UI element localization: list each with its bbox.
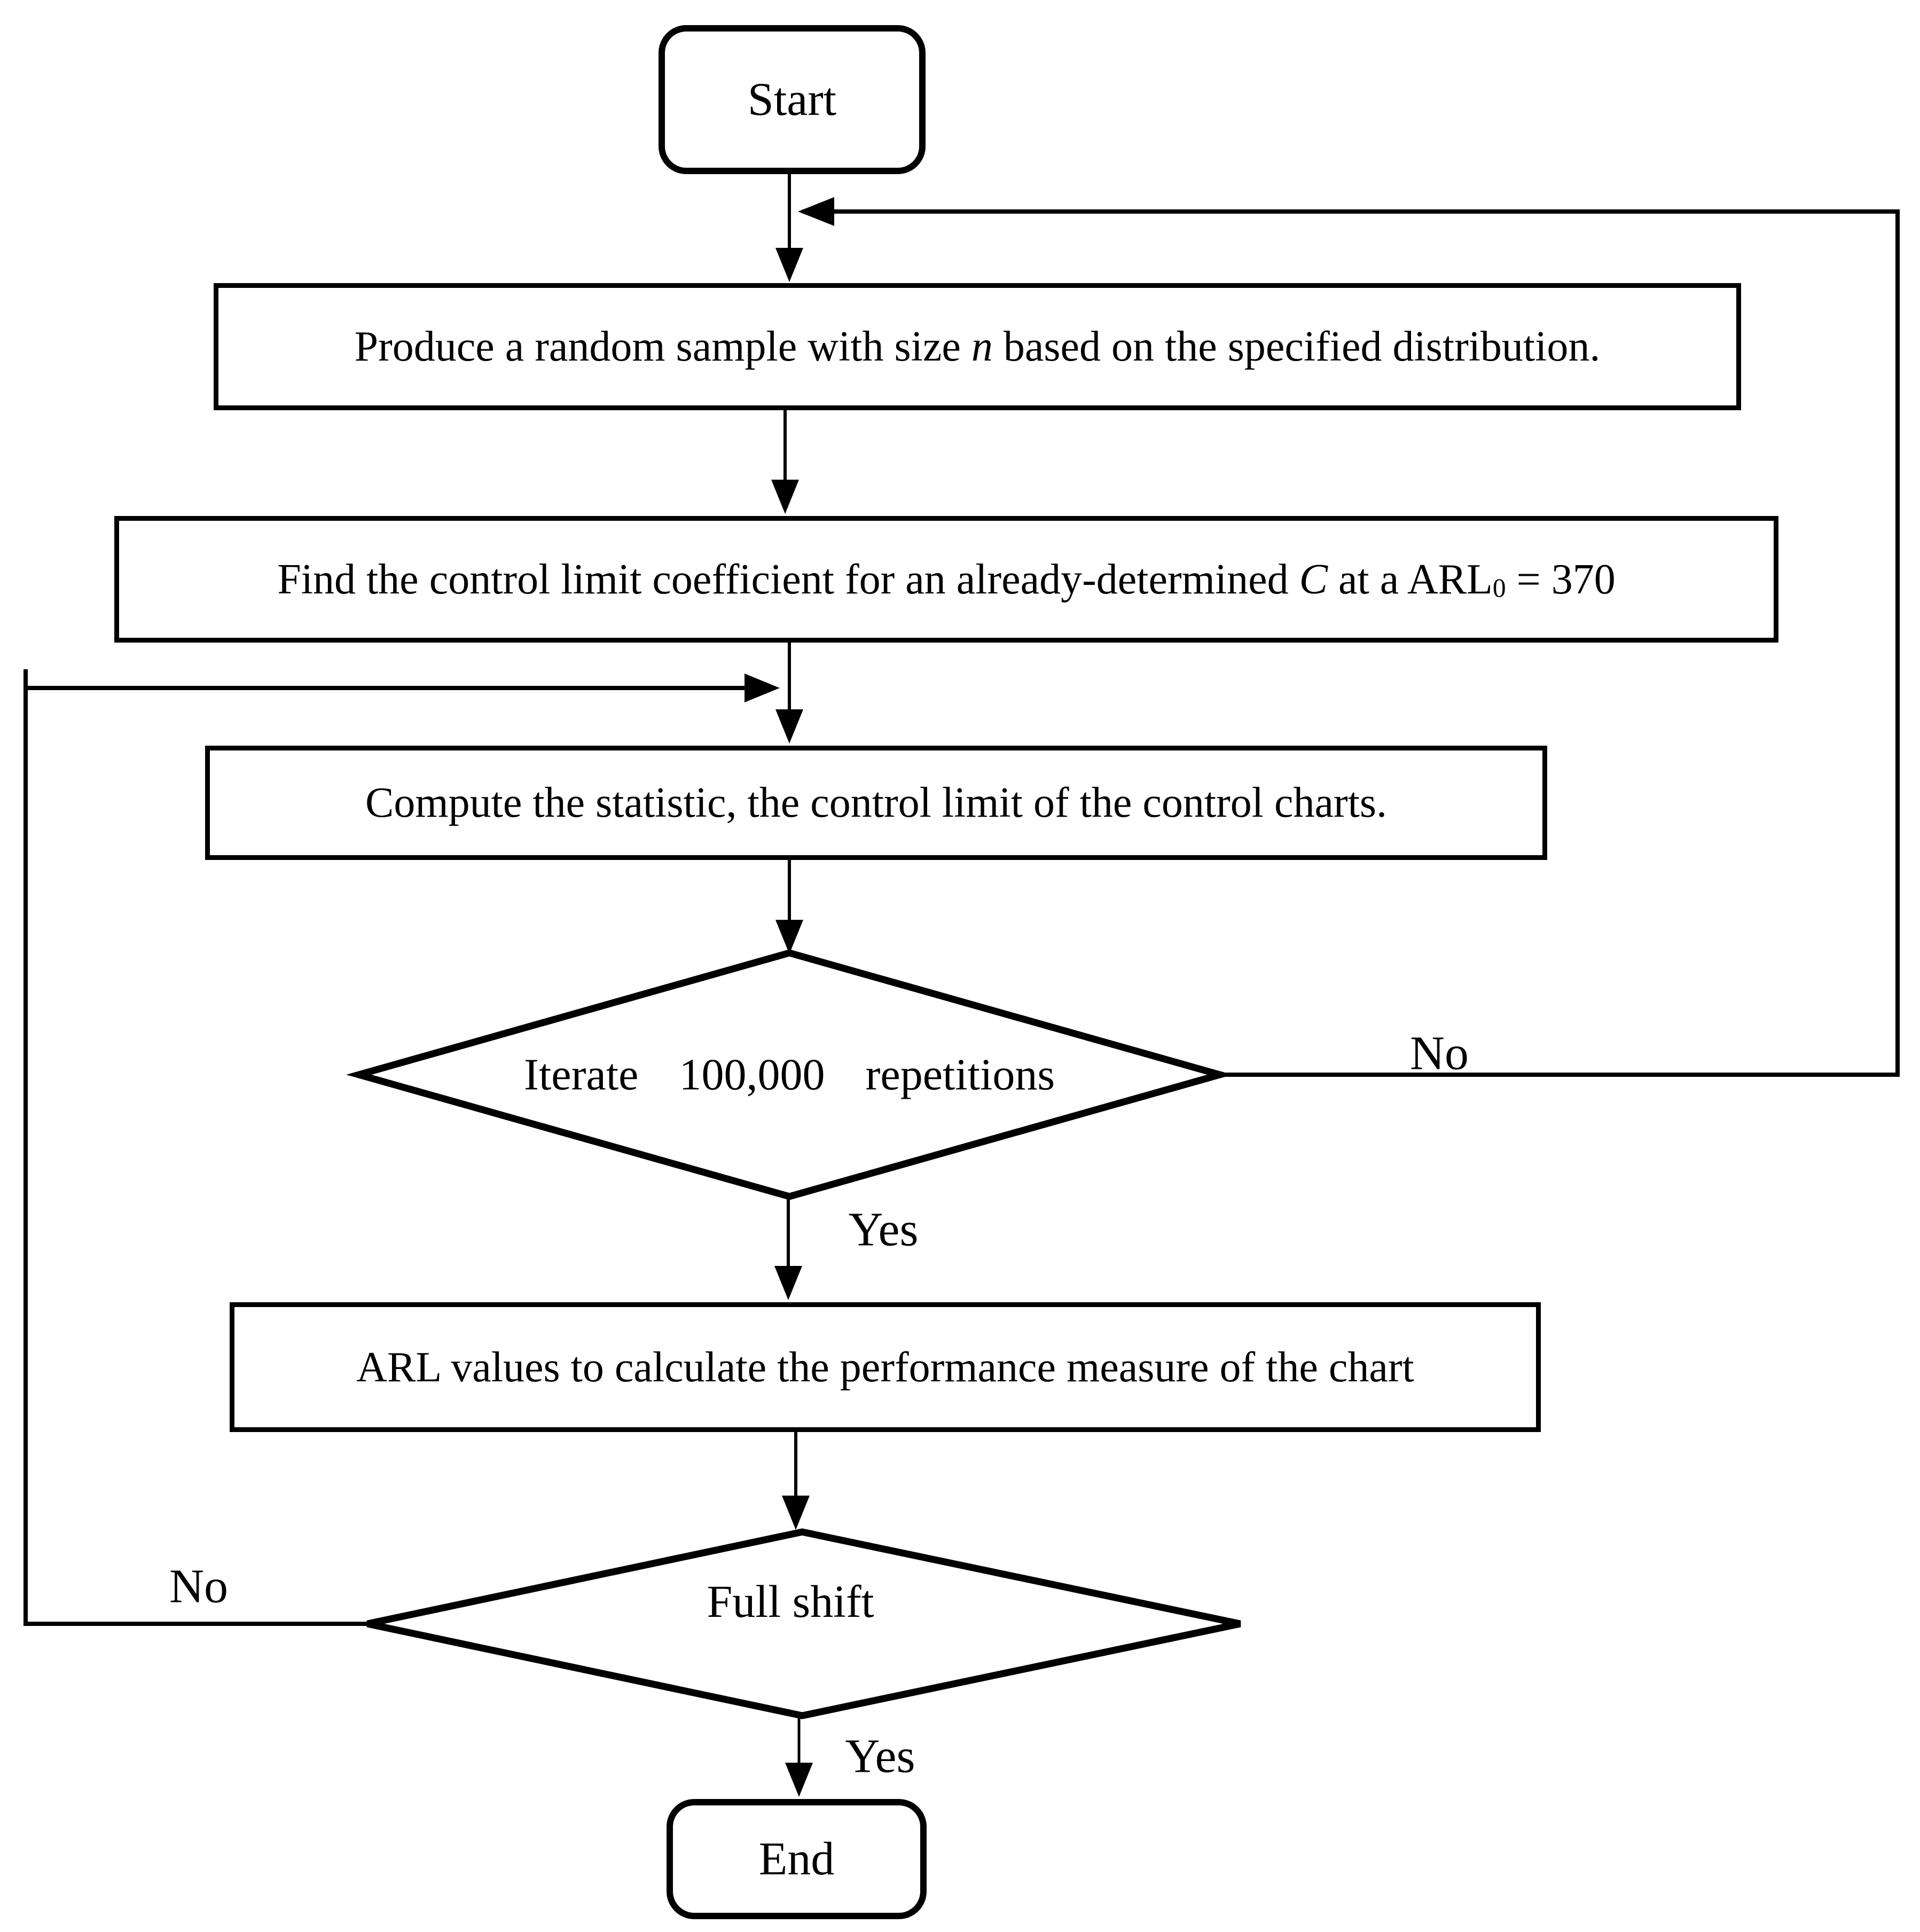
edge-label-iterate-no: No (1410, 1027, 1469, 1080)
node-start-label: Start (747, 73, 837, 126)
arl-subscript-zero: 0 (1492, 573, 1506, 603)
node-find-label: Find the control limit coefficient for a… (277, 556, 1616, 603)
arrowhead-fullshift-yes (785, 1763, 813, 1797)
arrowhead-start-produce (775, 248, 803, 282)
arrowhead-arl-fullshift (782, 1496, 810, 1530)
node-produce-sample: Produce a random sample with size n base… (214, 283, 1741, 410)
decision-fullshift-shape (366, 1528, 1241, 1719)
arrowhead-iterate-no-return (798, 197, 834, 226)
node-end-label: End (758, 1833, 835, 1885)
node-produce-label: Produce a random sample with size n base… (354, 323, 1601, 370)
edge-label-fullshift-no: No (169, 1560, 228, 1613)
arrowhead-iterate-yes (774, 1266, 802, 1300)
decision-iterate-label: Iterate 100,000 repetitions (523, 1050, 1055, 1100)
arrowhead-fullshift-no-junction (745, 674, 780, 702)
edge-label-iterate-yes: Yes (848, 1203, 919, 1256)
variable-n: n (971, 323, 993, 370)
node-compute-label: Compute the statistic, the control limit… (365, 779, 1387, 826)
node-compute-statistic: Compute the statistic, the control limit… (205, 746, 1547, 860)
decision-fullshift-label: Full shift (707, 1576, 874, 1627)
node-arl-values: ARL values to calculate the performance … (230, 1302, 1541, 1432)
node-find-control-limit: Find the control limit coefficient for a… (114, 516, 1778, 643)
node-arl-label: ARL values to calculate the performance … (356, 1343, 1414, 1391)
node-end: End (667, 1799, 927, 1919)
edge-fullshift-no-return (23, 669, 369, 1626)
arrowhead-find-compute (775, 709, 803, 744)
arrowhead-compute-iterate (775, 920, 803, 954)
arrowhead-produce-find (771, 480, 799, 514)
node-start: Start (659, 25, 926, 174)
edge-label-fullshift-yes: Yes (845, 1730, 915, 1783)
variable-c: C (1299, 556, 1328, 603)
edge-iterate-no-return (802, 209, 1900, 1077)
